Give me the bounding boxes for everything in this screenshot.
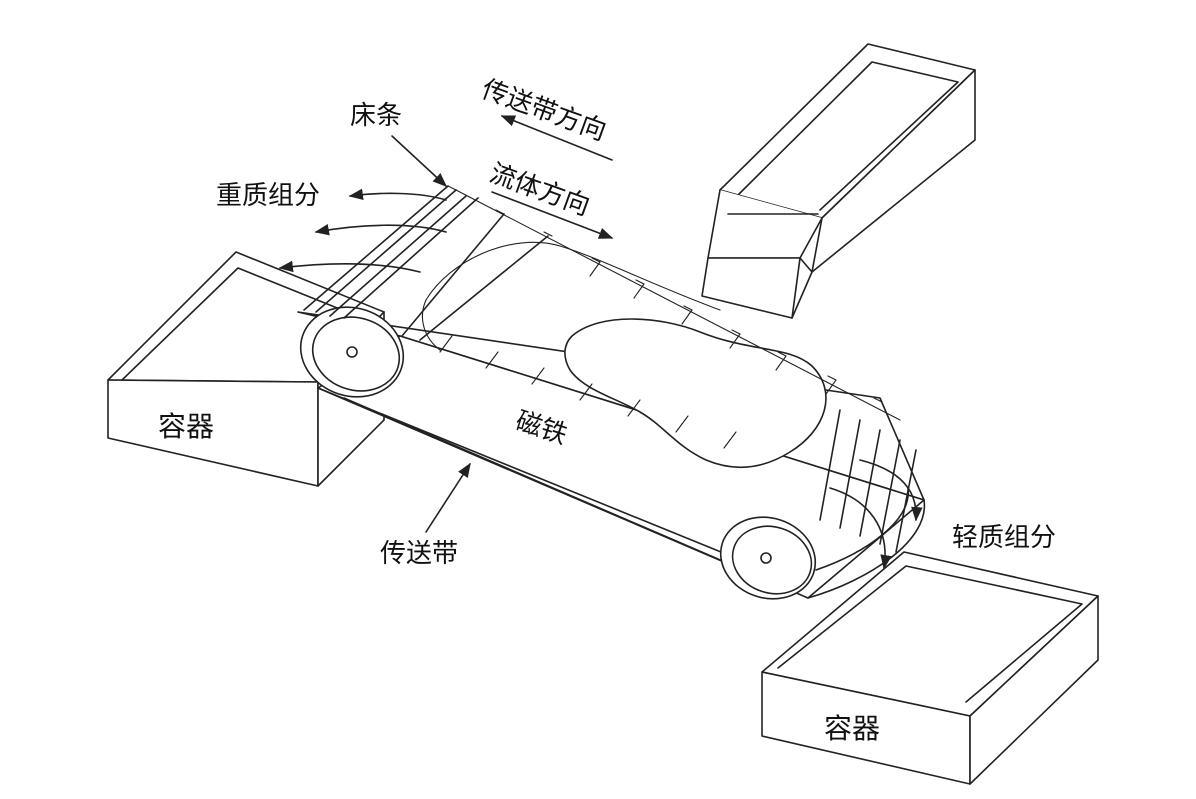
heavy-fraction-arrows	[278, 188, 447, 273]
conveyor-belt-label: 传送带	[380, 539, 458, 569]
bed-bar-leader	[391, 135, 448, 187]
magnet-region	[422, 241, 827, 469]
bed-bars	[303, 185, 917, 553]
left-container-label: 容器	[158, 410, 214, 443]
fluid-direction-arrow	[491, 191, 614, 239]
feed-chute	[701, 43, 976, 319]
belt-direction-arrow	[500, 115, 613, 161]
right-container	[761, 551, 1099, 785]
light-fraction-arrows	[829, 459, 923, 570]
belt-direction-label: 传送带方向	[478, 74, 610, 147]
heavy-fraction-label: 重质组分	[216, 181, 320, 211]
light-fraction-label: 轻质组分	[952, 523, 1056, 553]
right-container-label: 容器	[824, 712, 880, 745]
conveyor-belt-leader	[425, 462, 471, 533]
bed-bar-label: 床条	[350, 101, 402, 131]
